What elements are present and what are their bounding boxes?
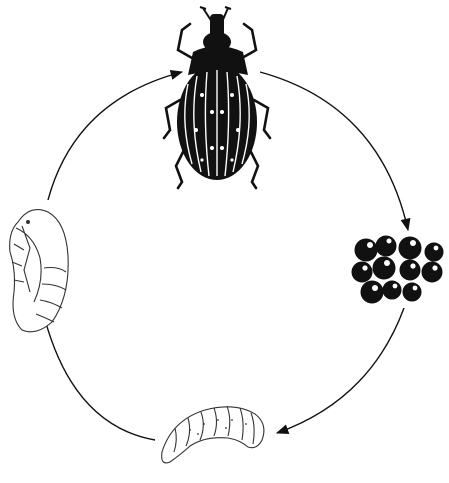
- pupa-icon: [10, 210, 69, 332]
- weevil-adult-icon: [164, 7, 270, 188]
- egg-cluster-icon: [352, 236, 443, 303]
- arrow-adult-to-eggs: [260, 72, 408, 230]
- arrow-pupa-to-adult: [48, 72, 182, 200]
- larva-grub-icon: [162, 406, 264, 463]
- arrow-eggs-to-larva: [277, 308, 404, 433]
- arrow-larva-to-pupa: [42, 308, 155, 440]
